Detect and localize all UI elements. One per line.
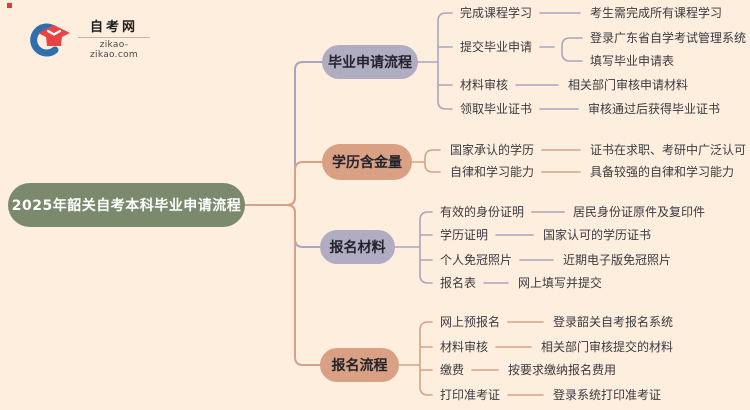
branch-node-registration-materials: 报名材料 bbox=[320, 230, 395, 264]
leaf-label: 报名表 bbox=[440, 276, 477, 290]
leaf-label: 领取毕业证书 bbox=[460, 102, 533, 116]
leaf-detail: 近期电子版免冠照片 bbox=[563, 253, 672, 267]
leaf-label: 缴费 bbox=[440, 363, 465, 377]
leaf-detail: 具备较强的自律和学习能力 bbox=[590, 165, 735, 179]
leaf-label: 打印准考证 bbox=[440, 388, 501, 402]
leaf-label: 材料审核 bbox=[460, 78, 509, 92]
graduation-cap-icon bbox=[30, 23, 70, 57]
leaf-label: 完成课程学习 bbox=[460, 6, 533, 20]
leaf-label: 网上预报名 bbox=[440, 315, 501, 329]
site-name: 自考网 bbox=[89, 20, 138, 35]
site-url: zikao-zikao.com bbox=[90, 40, 138, 60]
branch2-connector bbox=[244, 161, 323, 206]
leaf-detail: 按要求缴纳报名费用 bbox=[508, 363, 617, 377]
leaf-label: 自律和学习能力 bbox=[450, 165, 535, 179]
branch3-connector bbox=[244, 204, 321, 248]
leaf-label: 材料审核 bbox=[440, 340, 489, 354]
leaf-detail: 填写毕业申请表 bbox=[590, 54, 675, 68]
branch1-connector bbox=[244, 61, 323, 206]
leaf-detail: 网上填写并提交 bbox=[518, 276, 603, 290]
logo-text-block: 自考网 zikao-zikao.com bbox=[78, 20, 150, 60]
leaf-label: 提交毕业申请 bbox=[460, 40, 533, 54]
leaf-label: 学历证明 bbox=[440, 228, 489, 242]
leaf-label: 国家承认的学历 bbox=[450, 143, 535, 157]
logo-divider bbox=[78, 37, 150, 38]
corner-accent-mark bbox=[7, 3, 12, 8]
root-node: 2025年韶关自考本科毕业申请流程 bbox=[8, 183, 245, 227]
leaf-detail: 国家认可的学历证书 bbox=[543, 228, 652, 242]
leaf-detail: 居民身份证原件及复印件 bbox=[573, 205, 706, 219]
branch-node-registration-process: 报名流程 bbox=[320, 348, 399, 382]
leaf-detail: 考生需完成所有课程学习 bbox=[590, 6, 723, 20]
branch2-bracket bbox=[411, 149, 441, 173]
branch1-leaf2-bracket bbox=[539, 37, 583, 62]
leaf-label: 个人免冠照片 bbox=[440, 253, 513, 267]
branch-node-degree-value: 学历含金量 bbox=[322, 144, 412, 180]
leaf-detail: 登录韶关自考报名系统 bbox=[553, 315, 674, 329]
branch4-connector bbox=[244, 204, 321, 366]
branch4-bracket bbox=[398, 321, 433, 396]
branch3-bracket bbox=[394, 211, 433, 284]
leaf-detail: 登录广东省自学考试管理系统 bbox=[590, 31, 747, 45]
leaf-detail: 审核通过后获得毕业证书 bbox=[588, 102, 721, 116]
leaf-detail: 相关部门审核申请材料 bbox=[568, 78, 689, 92]
leaf-detail: 证书在求职、考研中广泛认可 bbox=[590, 143, 747, 157]
leaf-detail: 相关部门审核提交的材料 bbox=[541, 340, 674, 354]
branch-node-graduation-process: 毕业申请流程 bbox=[322, 45, 418, 79]
site-logo: 自考网 zikao-zikao.com bbox=[28, 20, 150, 60]
leaf-label: 有效的身份证明 bbox=[440, 205, 525, 219]
leaf-detail: 登录系统打印准考证 bbox=[553, 388, 662, 402]
branch1-bracket bbox=[417, 12, 453, 110]
